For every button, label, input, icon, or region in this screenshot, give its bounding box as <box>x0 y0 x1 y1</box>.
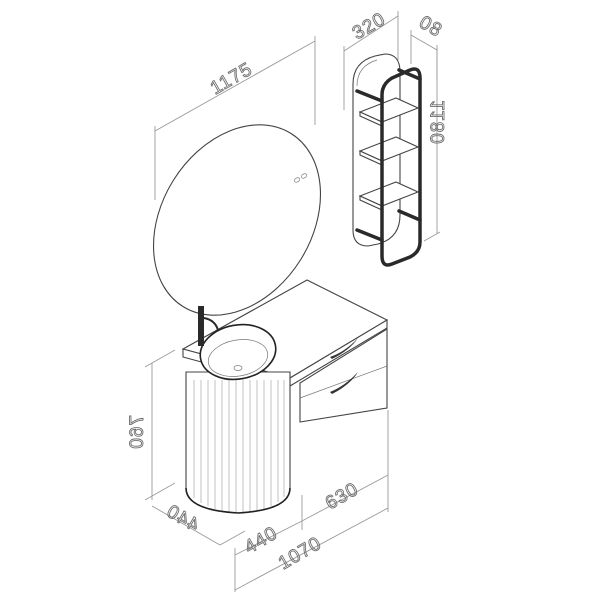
dimension-vanity-height: 760 <box>127 349 176 501</box>
wall-shelf <box>352 53 422 267</box>
shelf-depth-label: 80 <box>415 12 446 42</box>
shelf-height-label: 1180 <box>428 100 449 145</box>
drawer-width-label: 630 <box>322 479 363 515</box>
mirror-touch-buttons-icon <box>294 173 307 183</box>
dimension-shelf-height: 1180 <box>423 48 449 242</box>
mirror <box>152 124 322 316</box>
vanity-depth-label: 440 <box>162 501 203 537</box>
dimension-drawer-width: 630 <box>301 410 389 530</box>
total-width-label: 1070 <box>275 533 326 574</box>
vanity <box>181 279 389 514</box>
shelf-width-label: 320 <box>349 9 390 45</box>
flutes <box>193 380 285 513</box>
basin-width-label: 440 <box>241 523 282 559</box>
vanity-height-label: 760 <box>127 415 148 450</box>
faucet-icon <box>198 306 219 346</box>
mirror-width-label: 1175 <box>207 59 256 100</box>
